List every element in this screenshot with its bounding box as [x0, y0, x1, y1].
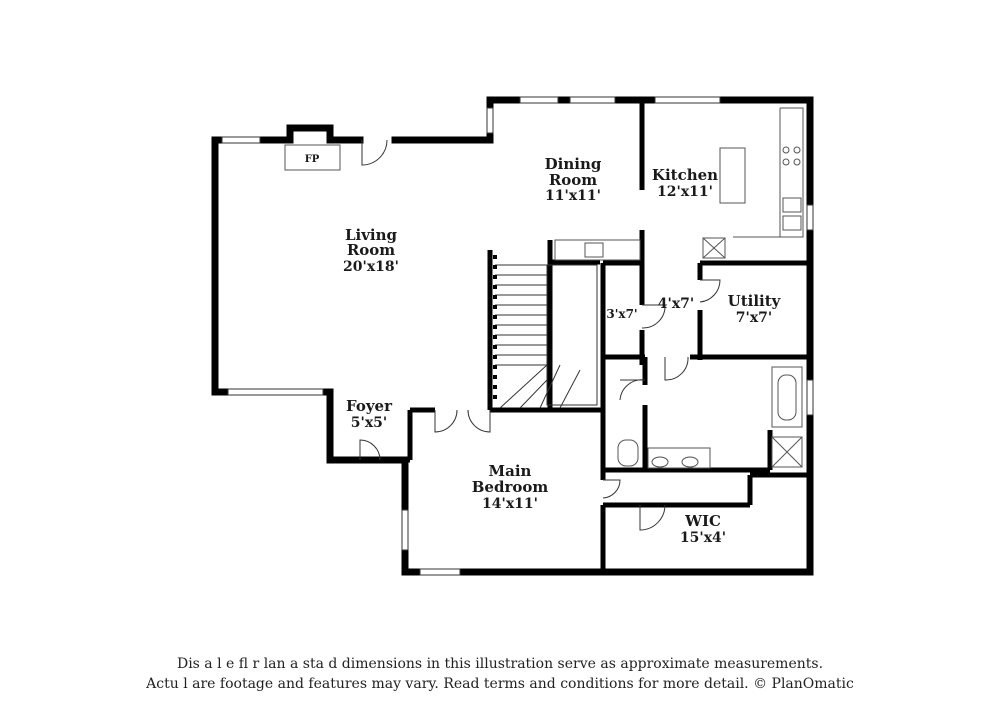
closet-small-dim: 3'x7' [606, 307, 637, 321]
kitchen-dim: 12'x11' [657, 184, 713, 200]
doors [359, 139, 721, 531]
dining-room-name-line1: Dining [545, 155, 602, 173]
living-room-dim: 20'x18' [343, 259, 399, 275]
disclaimer-line-1: Dis a l e fl r lan a sta d dimensions in… [176, 656, 824, 672]
main-bedroom-dim: 14'x11' [482, 496, 538, 512]
living-room-name-line1: Living [345, 226, 398, 244]
windows [221, 96, 814, 576]
dining-room-dim: 11'x11' [545, 188, 601, 204]
wic-name: WIC [684, 512, 721, 530]
living-room-name-line2: Room [347, 241, 395, 259]
main-bedroom-name-line1: Main [489, 462, 532, 480]
dining-room-name-line2: Room [549, 171, 597, 189]
foyer-dim: 5'x5' [351, 415, 387, 431]
stairs [495, 264, 598, 409]
kitchen-name: Kitchen [652, 166, 718, 184]
utility-dim: 7'x7' [736, 310, 772, 326]
fixtures [284, 107, 804, 469]
main-bedroom-name-line2: Bedroom [472, 478, 549, 496]
utility-name: Utility [728, 292, 782, 310]
wic-dim: 15'x4' [680, 530, 726, 546]
disclaimer-line-2: Actu l are footage and features may vary… [146, 676, 854, 692]
closet-medium-dim: 4'x7' [658, 296, 694, 312]
fireplace-label: FP [305, 154, 320, 165]
foyer-name: Foyer [346, 397, 393, 415]
